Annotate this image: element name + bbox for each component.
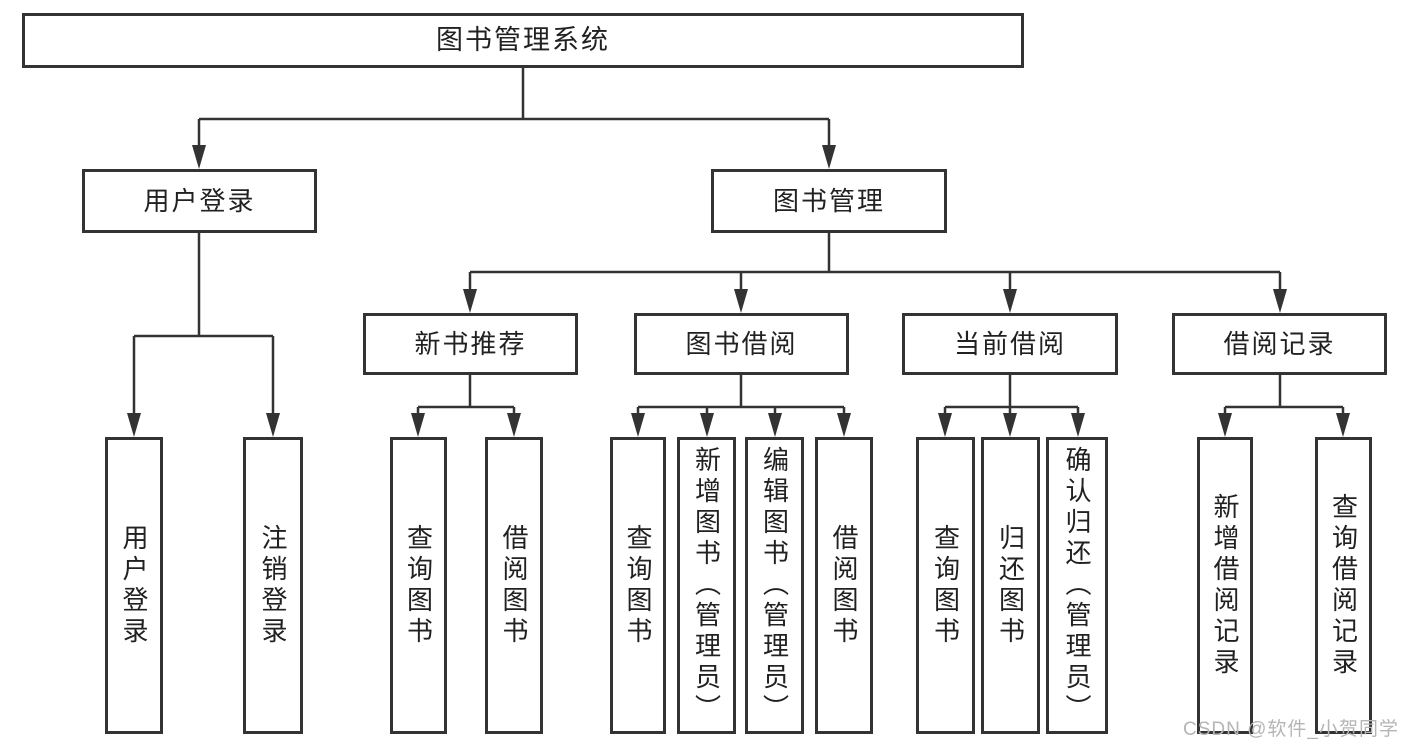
node-root-system: 图书管理系统	[22, 13, 1024, 68]
leaf-user-login-label: 用户登录	[119, 523, 149, 648]
node-book-borrowing: 图书借阅	[634, 313, 849, 375]
leaf-current-query-books-label: 查询图书	[930, 523, 961, 648]
node-current-borrowing: 当前借阅	[902, 313, 1118, 375]
leaf-borrow-edit-books-admin: 编辑图书（管理员）	[745, 437, 804, 734]
leaf-recommend-borrow-books-label: 借阅图书	[499, 523, 529, 648]
node-new-book-recommend-label: 新书推荐	[414, 329, 527, 359]
csdn-watermark: CSDN @软件_小贺同学	[1183, 719, 1399, 740]
node-user-login-label: 用户登录	[143, 186, 256, 216]
leaf-current-confirm-return-admin-label: 确认归还（管理员）	[1062, 446, 1092, 725]
leaf-borrow-add-books-admin-label: 新增图书（管理员）	[691, 446, 722, 725]
leaf-borrow-borrow-books: 借阅图书	[815, 437, 873, 734]
leaf-recommend-borrow-books: 借阅图书	[485, 437, 543, 734]
node-root-system-label: 图书管理系统	[436, 25, 610, 55]
node-user-login: 用户登录	[82, 169, 317, 233]
leaf-records-query-record-label: 查询借阅记录	[1328, 492, 1359, 679]
leaf-logout: 注销登录	[243, 437, 303, 734]
leaf-borrow-edit-books-admin-label: 编辑图书（管理员）	[759, 446, 790, 725]
node-current-borrowing-label: 当前借阅	[953, 329, 1066, 359]
leaf-recommend-query-books: 查询图书	[390, 437, 447, 734]
leaf-current-return-books-label: 归还图书	[995, 523, 1026, 648]
leaf-logout-label: 注销登录	[258, 523, 288, 648]
leaf-user-login: 用户登录	[105, 437, 163, 734]
node-book-borrowing-label: 图书借阅	[685, 329, 798, 359]
leaf-current-confirm-return-admin: 确认归还（管理员）	[1046, 437, 1108, 734]
node-borrowing-records-label: 借阅记录	[1223, 329, 1336, 359]
leaf-borrow-borrow-books-label: 借阅图书	[829, 523, 859, 648]
leaf-records-add-record-label: 新增借阅记录	[1210, 492, 1240, 679]
node-book-management-label: 图书管理	[772, 186, 885, 216]
leaf-borrow-query-books-label: 查询图书	[623, 523, 653, 648]
connector-lines	[132, 68, 1345, 418]
node-borrowing-records: 借阅记录	[1172, 313, 1387, 375]
connector-arrowheads	[127, 145, 1350, 437]
leaf-records-query-record: 查询借阅记录	[1315, 437, 1372, 734]
leaf-borrow-add-books-admin: 新增图书（管理员）	[677, 437, 736, 734]
leaf-current-return-books: 归还图书	[981, 437, 1040, 734]
leaf-current-query-books: 查询图书	[916, 437, 975, 734]
node-new-book-recommend: 新书推荐	[363, 313, 578, 375]
leaf-borrow-query-books: 查询图书	[610, 437, 666, 734]
leaf-recommend-query-books-label: 查询图书	[403, 523, 434, 648]
leaf-records-add-record: 新增借阅记录	[1197, 437, 1253, 734]
node-book-management: 图书管理	[711, 169, 947, 233]
